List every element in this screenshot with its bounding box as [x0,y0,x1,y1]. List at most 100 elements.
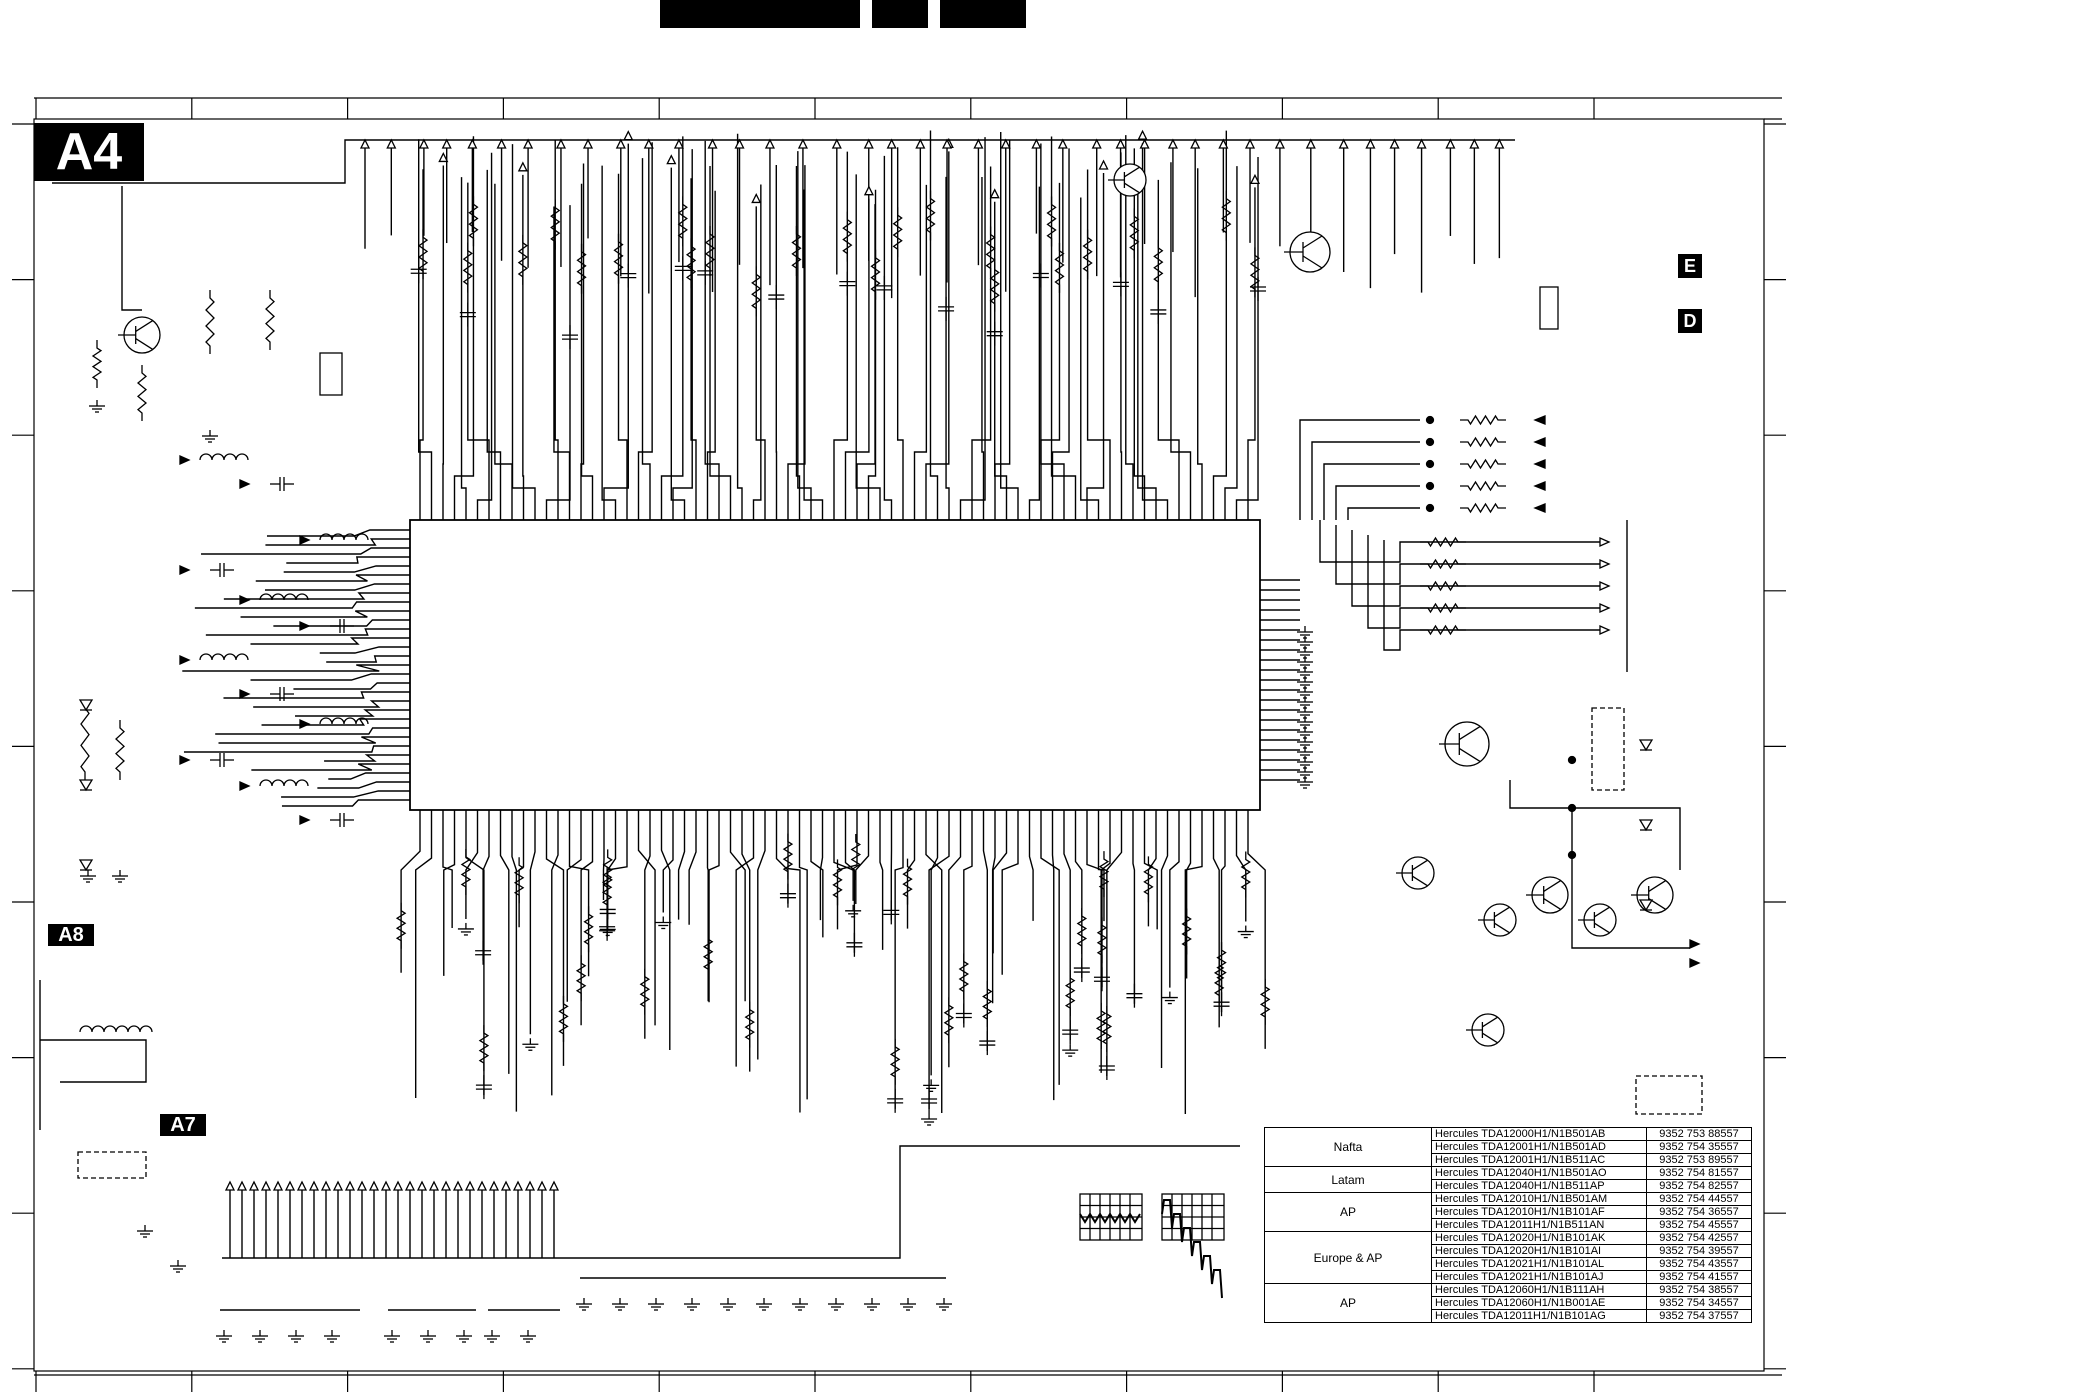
resistor [576,243,587,294]
top-pin-wire [690,178,697,520]
bottom-pin-wire [879,810,884,950]
arrow-marker [308,1180,320,1191]
transistor [1302,235,1323,249]
arrow-marker [941,138,953,149]
code-cell: 9352 754 82557 [1646,1179,1752,1193]
resistor [1076,908,1088,955]
bottom-pin-wire [1106,810,1123,1076]
resistor [1259,978,1271,1025]
top-pin-wire [945,176,950,520]
resistor [1460,436,1506,448]
top-pin-wire [755,206,766,520]
left-pin-wire [194,601,410,609]
transistor [1412,875,1428,887]
header-bar [872,0,928,28]
transistor [1494,906,1510,918]
top-pin-wire [1133,148,1146,520]
bottom-pin-wire [465,810,485,1096]
inductor [199,453,249,461]
arrow-marker [1533,503,1546,513]
code-cell: 9352 754 35557 [1646,1140,1752,1154]
type-cell: Hercules TDA12020H1/N1B101AI [1431,1244,1647,1258]
left-pin-wire [281,790,410,798]
bottom-pin-wire [566,810,582,1002]
top-pin-wire [1137,193,1157,520]
arrow-marker [1115,138,1126,149]
right-bus-wire [1367,535,1600,629]
top-pin-wire [494,183,513,520]
top-pin-wire [617,173,628,520]
left-pin-wire [273,619,410,627]
transistor [1482,1032,1498,1044]
resistor [958,953,970,1000]
right-bus-wire [1323,463,1420,520]
resistor [417,229,429,280]
resistor [1460,502,1506,514]
arrow-marker [476,1180,488,1191]
resistor [1181,908,1192,955]
bottom-pin-wire [551,810,559,1096]
resistor [115,720,125,780]
type-cell: Hercules TDA12010H1/N1B101AF [1431,1205,1647,1219]
diode [78,859,94,872]
resistor [1098,851,1110,898]
arrow-marker [734,138,745,149]
right-bus-wire [1335,485,1420,520]
bottom-pin-wire [1220,810,1226,1013]
type-cell: Hercules TDA12060H1/N1B111AH [1431,1283,1647,1297]
transistor [1458,747,1481,763]
arrow-marker [1494,138,1505,149]
top-rail [52,139,1515,184]
top-pin-wire [704,140,720,520]
type-cell: Hercules TDA12001H1/N1B511AC [1431,1153,1647,1167]
resistor [1216,942,1227,989]
code-cell: 9352 754 81557 [1646,1166,1752,1180]
bottom-pin-wire [602,810,605,901]
resistor [513,857,525,904]
top-pin-wire [896,147,904,520]
arrow-marker [272,1180,284,1191]
arrow-marker [344,1180,356,1191]
code-cell: 9352 754 37557 [1646,1309,1752,1323]
arrow-marker [1249,173,1261,185]
arrow-marker [440,1180,452,1191]
top-pin-wire [1197,168,1203,520]
resistor [1054,242,1065,293]
bottom-pin-wire [482,810,490,961]
junction-dot [1425,503,1435,513]
arrow-marker [464,1180,476,1191]
bottom-pin-wire [511,810,518,1112]
arrow-marker [1167,138,1178,149]
arrow-marker [1389,138,1400,149]
bottom-pin-wire [1132,810,1136,1004]
arrow-marker [1338,138,1349,149]
arrow-marker [582,138,594,149]
resistor [925,190,936,241]
transistor [1124,182,1140,194]
arrow-marker [359,138,371,149]
resistor [1460,458,1506,470]
resistor [751,266,762,317]
resistor [575,955,587,1002]
resistor [1240,851,1251,898]
left-pin-wire [317,781,410,789]
bottom-pin-wire [606,810,628,937]
transistor [1648,880,1667,892]
resistor [265,290,275,350]
arrow-marker [1599,558,1611,570]
connector [1539,286,1559,330]
bottom-pin-wire [1074,810,1083,979]
resistor [1460,414,1506,426]
left-pin-wire [182,664,410,672]
resistor [460,848,472,895]
sheet-label-a8: A8 [48,924,94,946]
code-cell: 9352 754 36557 [1646,1205,1752,1219]
bottom-pin-wire [928,810,950,1109]
junction-dot [1567,803,1577,813]
arrow-marker [179,454,191,466]
arrow-marker [179,564,191,576]
